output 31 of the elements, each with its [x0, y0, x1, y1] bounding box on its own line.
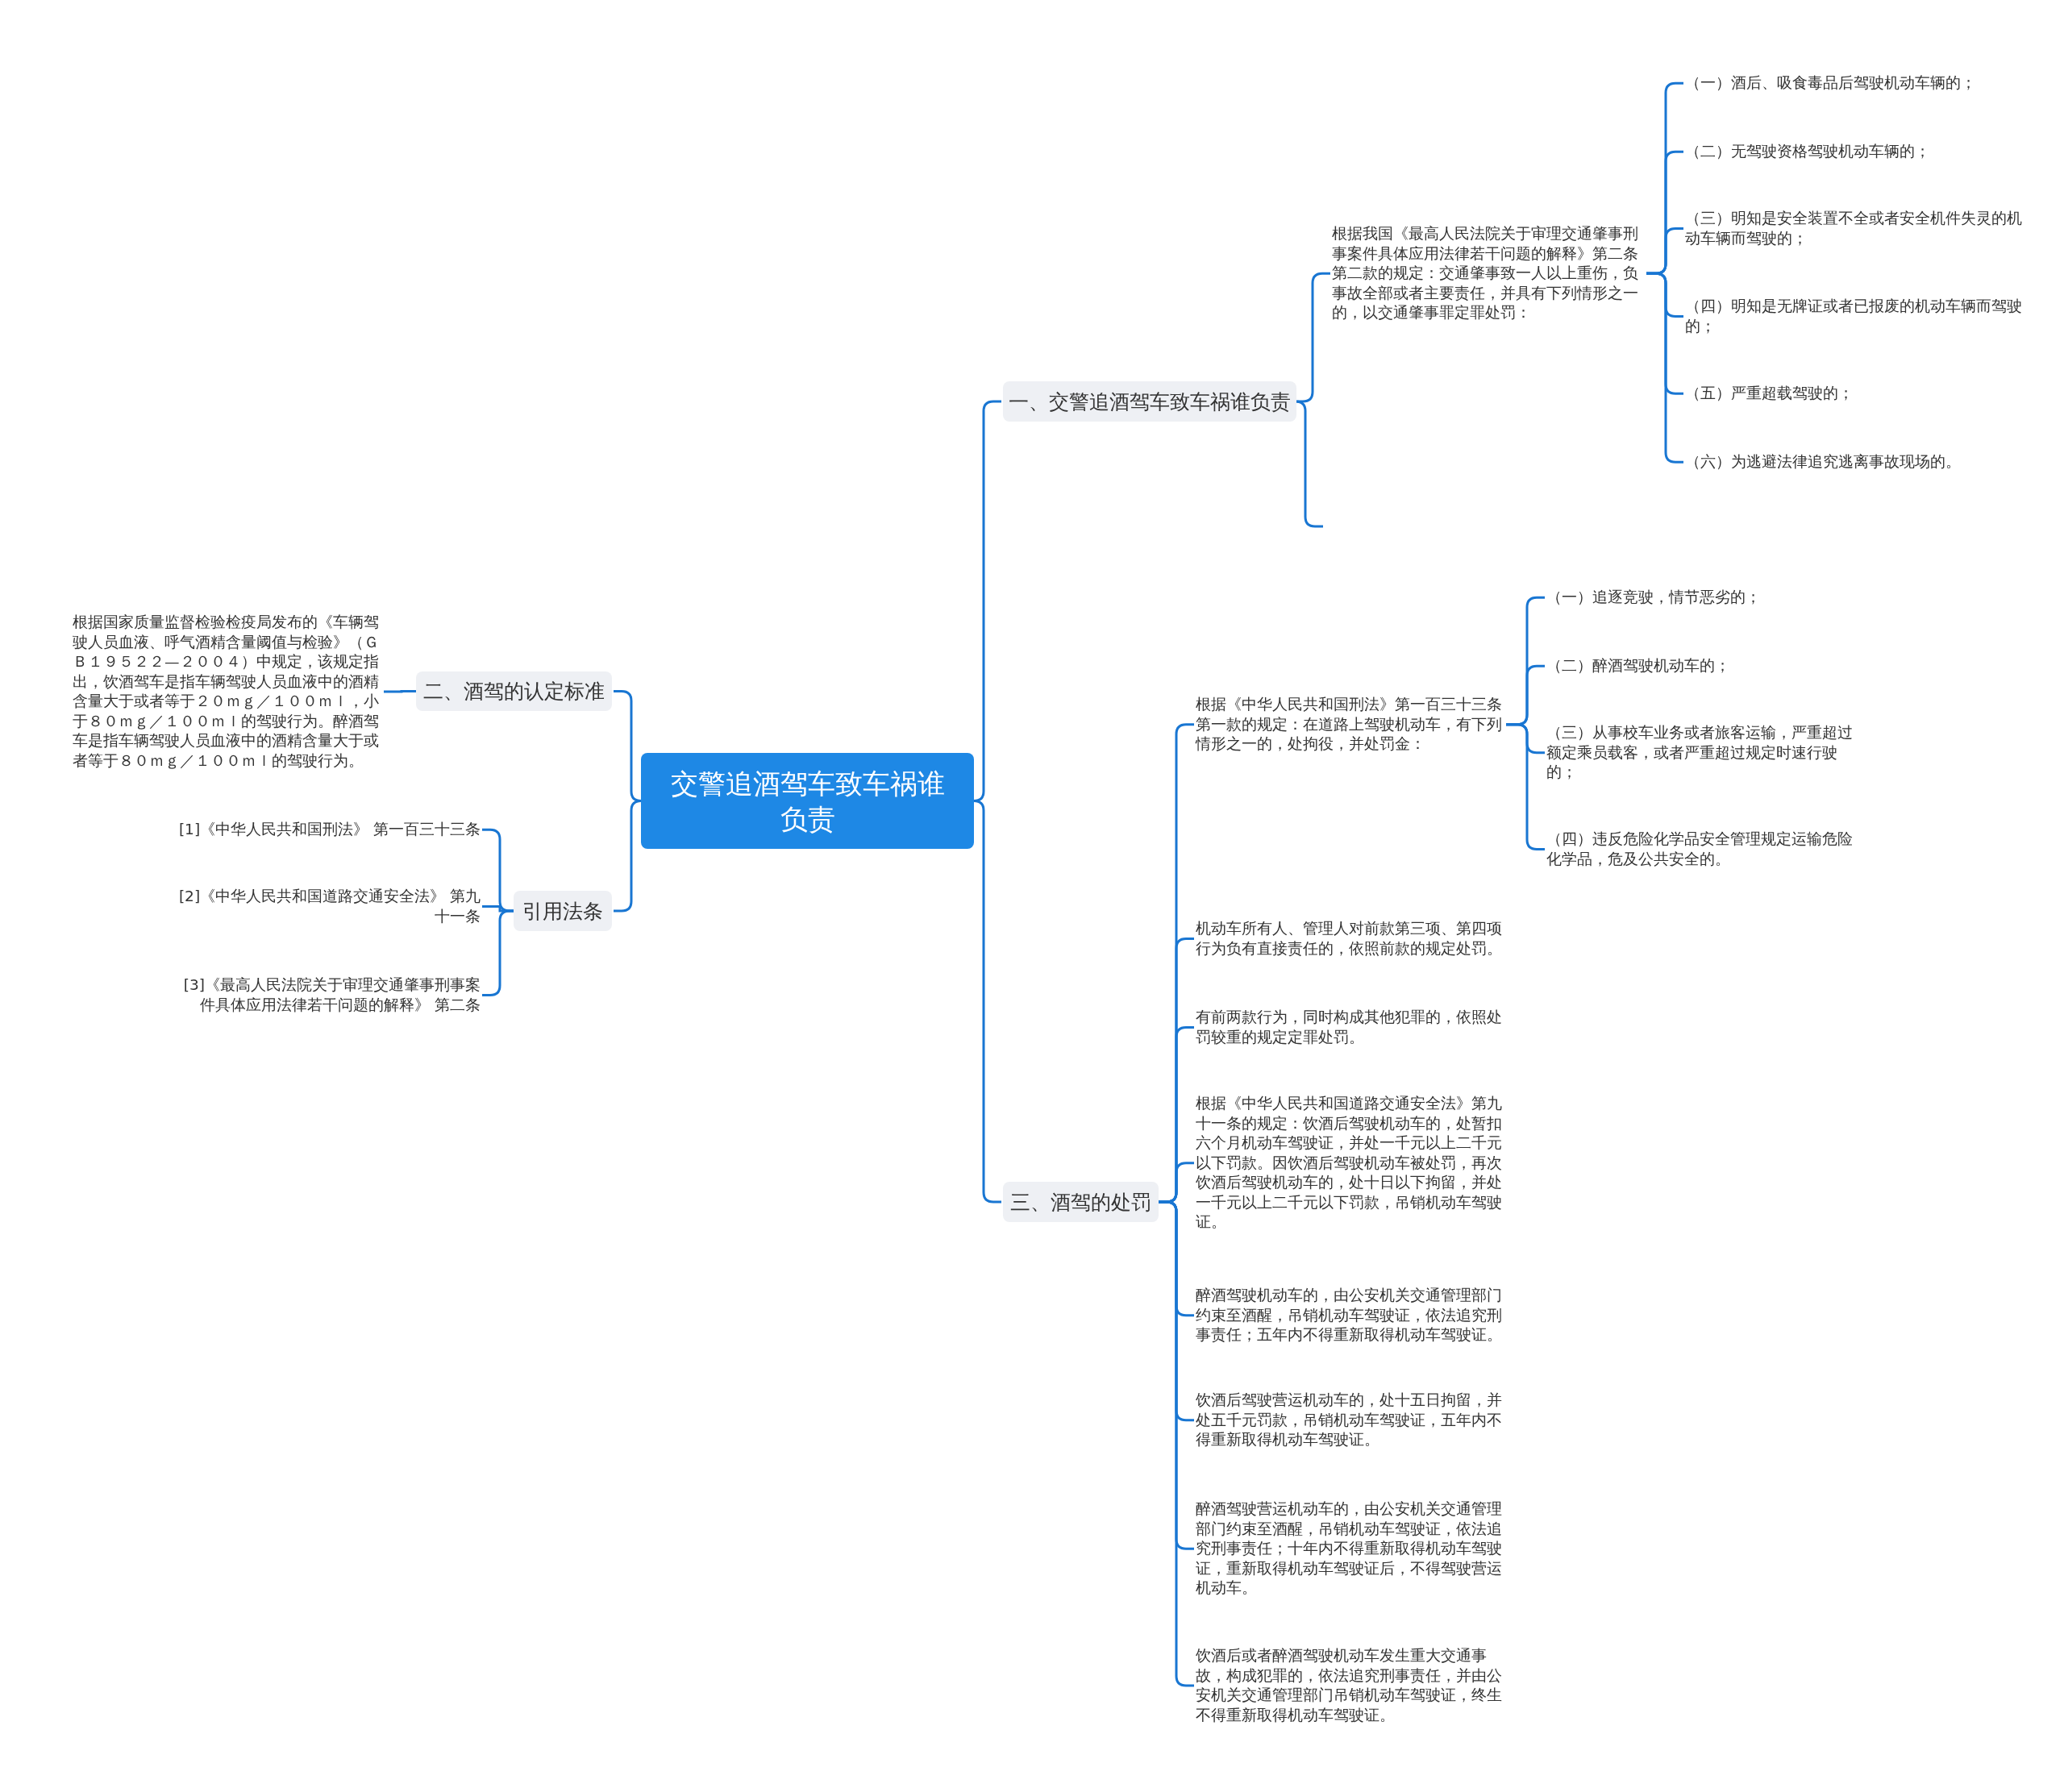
topic-box: 三、酒驾的处罚 — [1003, 1182, 1159, 1222]
note-text: （五）严重超载驾驶的； — [1685, 384, 2040, 404]
note-text: （四）违反危险化学品安全管理规定运输危险化学品，危及公共安全的。 — [1546, 829, 1857, 869]
note-text: （四）明知是无牌证或者已报废的机动车辆而驾驶的； — [1685, 297, 2024, 336]
note-text: （一）酒后、吸食毒品后驾驶机动车辆的； — [1685, 73, 2040, 94]
topic-box: 二、酒驾的认定标准 — [416, 671, 612, 711]
note-text: 饮酒后驾驶营运机动车的，处十五日拘留，并处五千元罚款，吊销机动车驾驶证，五年内不得重新取得机动车驾驶证。 — [1196, 1391, 1506, 1450]
central-topic-box: 交警追酒驾车致车祸谁负责 — [641, 753, 974, 849]
note-text: 根据国家质量监督检验检疫局发布的《车辆驾驶人员血液、呼气酒精含量阈值与检验》（ＧＢ１９５２２—２００４）中规定，该规定指出，饮酒驾车是指车辆驾驶人员血液中的酒精含量大于或者等于２０ｍｇ／１００ｍｌ，小于８０ｍｇ／１００ｍｌ的驾驶行为。醉酒驾车是指车辆驾驶人员血液中的酒精含量大于或者等于８０ｍｇ／１００ｍｌ的驾驶行为。 — [73, 613, 382, 771]
note-text: 根据《中华人民共和国刑法》第一百三十三条第一款的规定：在道路上驾驶机动车，有下列情形之一的，处拘役，并处罚金： — [1196, 695, 1506, 755]
note-text: （二）无驾驶资格驾驶机动车辆的； — [1685, 142, 2040, 162]
reference-text: [3]《最高人民法院关于审理交通肇事刑事案件具体应用法律若干问题的解释》 第二条 — [169, 975, 481, 1015]
topic-box: 引用法条 — [514, 891, 612, 931]
note-text: （六）为逃避法律追究逃离事故现场的。 — [1685, 452, 2040, 472]
note-text: 醉酒驾驶机动车的，由公安机关交通管理部门约束至酒醒，吊销机动车驾驶证，依法追究刑事责任；五年内不得重新取得机动车驾驶证。 — [1196, 1286, 1506, 1345]
note-text: 根据我国《最高人民法院关于审理交通肇事刑事案件具体应用法律若干问题的解释》第二条第二款的规定：交通肇事致一人以上重伤，负事故全部或者主要责任，并具有下列情形之一的，以交通肇事罪定罪处罚： — [1332, 224, 1646, 323]
note-text: 机动车所有人、管理人对前款第三项、第四项行为负有直接责任的，依照前款的规定处罚。 — [1196, 919, 1506, 958]
note-text: （三）从事校车业务或者旅客运输，严重超过额定乘员载客，或者严重超过规定时速行驶的； — [1546, 723, 1857, 783]
connector-line — [384, 690, 416, 693]
reference-text: [1]《中华人民共和国刑法》 第一百三十三条 — [121, 820, 481, 840]
note-text: 有前两款行为，同时构成其他犯罪的，依照处罚较重的规定定罪处罚。 — [1196, 1008, 1506, 1047]
note-text: （三）明知是安全装置不全或者安全机件失灵的机动车辆而驾驶的； — [1685, 209, 2024, 248]
connector-line — [614, 800, 643, 913]
note-text: 根据《中华人民共和国道路交通安全法》第九十一条的规定：饮酒后驾驶机动车的，处暂扣六个月机动车驾驶证，并处一千元以上二千元以下罚款。因饮酒后驾驶机动车被处罚，再次饮酒后驾驶机动车的，处十日以下拘留，并处一千元以上二千元以下罚款，吊销机动车驾驶证。 — [1196, 1094, 1506, 1233]
note-text: 醉酒驾驶营运机动车的，由公安机关交通管理部门约束至酒醒，吊销机动车驾驶证，依法追究刑事责任；十年内不得重新取得机动车驾驶证，重新取得机动车驾驶证后，不得驾驶营运机动车。 — [1196, 1499, 1506, 1599]
note-text: 饮酒后或者醉酒驾驶机动车发生重大交通事故，构成犯罪的，依法追究刑事责任，并由公安机关交通管理部门吊销机动车驾驶证，终生不得重新取得机动车驾驶证。 — [1196, 1646, 1506, 1725]
reference-text: [2]《中华人民共和国道路交通安全法》 第九十一条 — [169, 887, 481, 926]
connector-line — [972, 800, 1001, 1204]
note-text: （二）醉酒驾驶机动车的； — [1546, 656, 1869, 676]
note-text: （一）追逐竞驶，情节恶劣的； — [1546, 588, 1869, 608]
topic-box: 一、交警追酒驾车致车祸谁负责 — [1003, 381, 1296, 422]
